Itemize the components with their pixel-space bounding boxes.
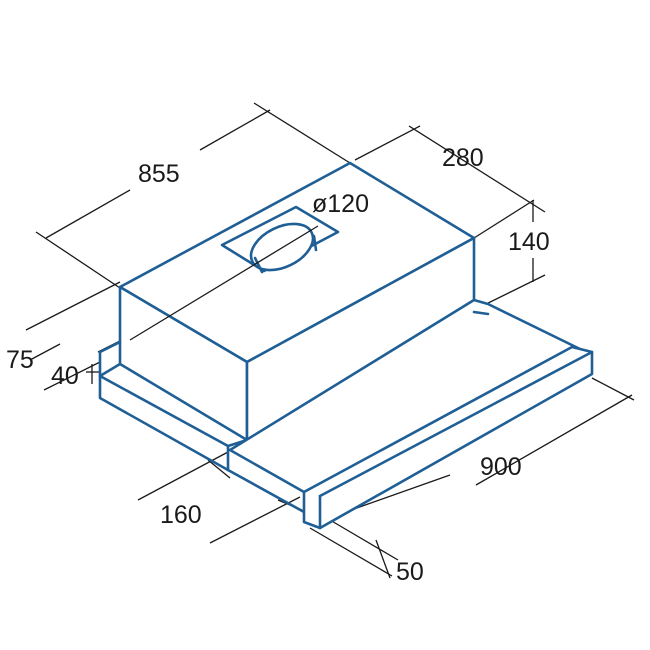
dim-160-extension-left [137, 451, 229, 501]
dim-280-extension-top [408, 125, 546, 213]
front-panel [302, 345, 594, 530]
outlet-collar-left [253, 256, 264, 274]
dim-855-line-right [199, 109, 271, 151]
label-outlet-diameter: ø120 [312, 190, 369, 218]
dim-900-extension-right [591, 377, 635, 401]
base-left-corner [98, 340, 122, 354]
dim-75-leader [29, 343, 61, 361]
dim-855-extension-right [253, 102, 351, 164]
label-75: 75 [6, 346, 34, 374]
dim-280-line-left [354, 125, 421, 161]
dim-280-line-right [473, 199, 535, 239]
dim-900-line-right [475, 394, 633, 486]
drawer-back-edge [472, 310, 490, 316]
drawer-bottom-left [226, 468, 306, 514]
dim-160-extension-right [209, 496, 301, 544]
dim-75-extension-bottom [43, 361, 101, 391]
label-900: 900 [480, 453, 522, 481]
dim-50-extension-top [329, 519, 399, 561]
hood-body [98, 161, 594, 530]
front-panel-top-edge [318, 350, 594, 498]
label-280: 280 [442, 144, 484, 172]
label-140: 140 [508, 228, 550, 256]
dim-160-tick-left [207, 459, 231, 479]
outlet-collar-right [312, 234, 318, 252]
label-855: 855 [138, 160, 180, 188]
dim-855-line-left [45, 189, 131, 239]
dim-855-extension-left [35, 231, 121, 289]
dimension-labels: 855 280 ø120 140 75 40 160 900 50 [6, 144, 550, 586]
dim-75-extension-top [25, 281, 121, 331]
dimension-lines [25, 102, 635, 579]
label-50: 50 [396, 558, 424, 586]
dim-outlet-leader [129, 225, 319, 341]
label-40: 40 [51, 362, 79, 390]
dim-50-extension-bottom [309, 527, 393, 577]
label-160: 160 [160, 501, 202, 529]
outlet-collar [249, 222, 315, 272]
base-left-inner [98, 362, 122, 378]
dim-50-tick [375, 539, 391, 579]
base-front-edge [98, 350, 230, 472]
base-top-edge [98, 374, 230, 448]
